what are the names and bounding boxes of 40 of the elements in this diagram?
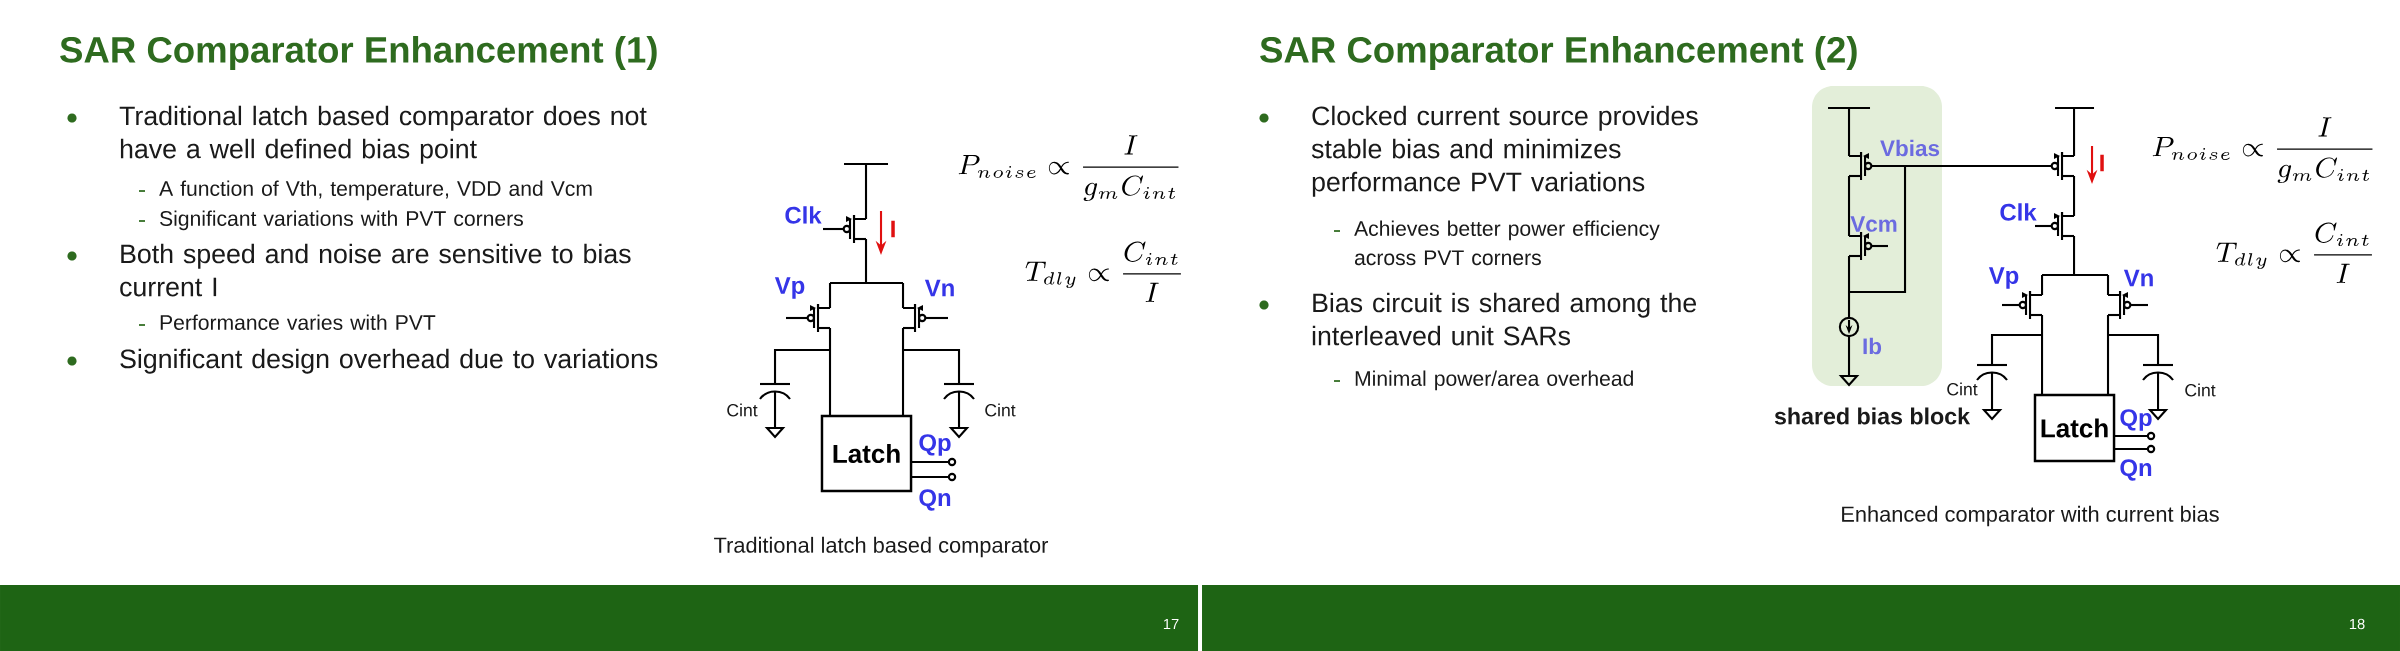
signal-label: Qn <box>919 489 951 511</box>
current-label: I <box>2100 154 2104 172</box>
slide-title: SAR Comparator Enhancement (1) <box>60 36 657 71</box>
signal-label: Vp <box>774 277 805 299</box>
bullet-text: Clocked current source provides stable bias and minimizes performance PVT variations <box>1311 105 1698 197</box>
sub-bullet-text: A function of Vth, temperature, VDD and Vcm <box>159 180 592 201</box>
bullet-text: Both speed and noise are sensitive to bias current I <box>120 243 631 297</box>
bullet-text: Traditional latch based comparator does not have a well defined bias point <box>119 105 647 164</box>
figure-caption: Enhanced comparator with current bias <box>1842 505 2219 527</box>
signal-label: Vn <box>924 279 954 297</box>
latch-box: Latch <box>2033 393 2116 463</box>
capacitor-label: Cint <box>727 403 758 417</box>
bullet-text: Significant design overhead due to variations <box>120 348 658 374</box>
sub-bullet-text: Achieves better power efficiency across PVT corners <box>1354 220 1660 266</box>
formula: $P_{noise} \propto \frac{I}{g_m C_{int}}$ <box>958 135 1179 201</box>
signal-label: Vbias <box>1880 139 1940 157</box>
block-label: shared bias block <box>1774 407 1971 425</box>
signal-label: Clk <box>785 206 822 224</box>
signal-label: Ib <box>1863 337 1882 355</box>
latch-box: Latch <box>820 414 913 493</box>
signal-label: Vp <box>1988 267 2019 289</box>
signal-label: Qn <box>2120 459 2152 481</box>
sub-bullet-text: Significant variations with PVT corners <box>160 210 523 231</box>
page-number: 18 <box>2349 618 2365 630</box>
formula: $P_{noise} \propto \frac{I}{g_m C_{int}}$ <box>2152 117 2373 183</box>
current-label: I <box>891 220 895 238</box>
slide-title: SAR Comparator Enhancement (2) <box>1260 36 1857 71</box>
signal-label: Vn <box>2123 269 2153 287</box>
figure-caption: Traditional latch based comparator <box>714 536 1049 558</box>
signal-label: Clk <box>2000 203 2037 221</box>
formula: $T_{dly} \propto \frac{C_{int}}{I}$ <box>1025 241 1181 302</box>
signal-label: Vcm <box>1850 216 1897 232</box>
sub-bullet-text: Minimal power/area overhead <box>1355 370 1633 391</box>
capacitor-label: Cint <box>1947 382 1978 396</box>
page-number: 17 <box>1163 618 1179 630</box>
sub-bullet-text: Performance varies with PVT <box>160 314 436 330</box>
formula: $T_{dly} \propto \frac{C_{int}}{I}$ <box>2216 222 2372 283</box>
capacitor-label: Cint <box>985 403 1016 417</box>
capacitor-label: Cint <box>2185 383 2216 397</box>
bullet-text: Bias circuit is shared among the interleaved unit SARs <box>1312 292 1697 346</box>
